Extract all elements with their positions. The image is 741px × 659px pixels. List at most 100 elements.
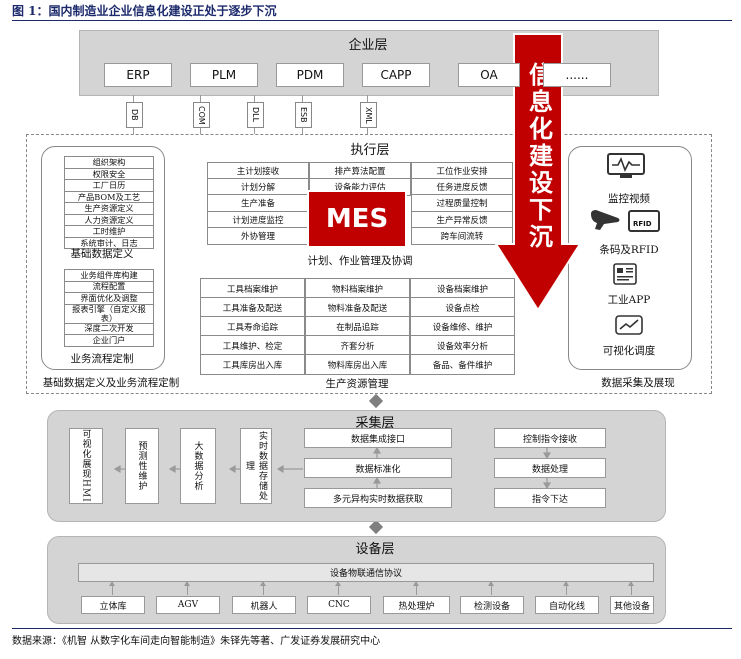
grid-cell-res-grid-4-0: 工具库房出入库 [200,354,305,375]
connector-db: DB [126,102,143,128]
enterprise-system-1: PLM [190,63,258,87]
grid-cell-plan-grid-4-2: 跨车间流转 [411,226,513,245]
basic-data-label: 基础数据定义 [70,247,134,260]
collect-middle-0: 数据集成接口 [304,428,452,448]
plan-label: 计划、作业管理及协调 [307,254,413,267]
barcode-scanner-icon [591,210,620,230]
resource-grid: 工具档案维护物料档案维护设备档案维护工具准备及配送物料准备及配送设备点检工具寿命… [200,278,515,375]
grid-cell-res-grid-3-0: 工具维护、检定 [200,335,305,356]
device-item-4: 热处理炉 [383,596,450,614]
device-arrowhead-6 [563,581,569,586]
list-item-execution-left_panel-group1-7: 系统审计、日志 [80,237,138,248]
grid-cell-res-grid-0-0: 工具档案维护 [200,278,305,299]
execution-layer [26,134,712,394]
device-arrowhead-3 [335,581,341,586]
source-footer: 数据来源：《机智 从数字化车间走向智能制造》朱铎先等著、广发证券发展研究中心 [12,628,732,647]
collect-column-3: 实时数据存储处理 [240,428,272,504]
list-item-process-0: 业务组件库构建 [65,270,153,282]
right-item-2: 工业APP [607,293,651,306]
device-item-7: 其他设备 [610,596,654,614]
list-item-process-3: 报表引擎（自定义报表） [65,304,153,324]
list-item-process-4: 深度二次开发 [65,324,153,335]
right-item-1: 条码及RFID [599,243,659,256]
device-arrowhead-0 [109,581,115,586]
rfid-tag-label: RFID [633,220,652,228]
diamond-2 [368,519,384,535]
list-item-execution-left_panel-group1-1: 权限安全 [65,169,153,180]
grid-cell-res-grid-1-0: 工具准备及配送 [200,297,305,318]
visual-dispatch-icon [615,315,643,335]
list-item-process-2: 界面优化及调整 [65,293,153,305]
figure-title: 图 1：国内制造业企业信息化建设正处于逐步下沉 [12,3,732,21]
list-item-execution-left_panel-group1-3: 产品BOM及工艺 [65,192,153,203]
device-arrowhead-5 [488,581,494,586]
resource-label: 生产资源管理 [325,377,389,390]
left-panel-caption: 基础数据定义及业务流程定制 [42,376,180,389]
device-item-1: AGV [156,596,220,614]
connector-com: COM [193,102,210,128]
rfid-icon: RFID [628,210,660,232]
list-item-execution-left_panel-group1-0: 组织架构 [65,157,153,169]
device-arrow-5 [491,581,492,595]
list-item-execution-left_panel-group1-2: 工厂日历 [65,180,153,192]
basic-data-list: 组织架构权限安全工厂日历产品BOM及工艺生产资源定义人力资源定义工时维护系统审计… [64,156,154,249]
grid-cell-res-grid-2-1: 在制品追踪 [305,316,410,337]
collect-right-2: 指令下达 [494,488,606,508]
collect-column-0: 可视化展现HMI [69,428,103,504]
business-process-list: 业务组件库构建流程配置界面优化及调整报表引擎（自定义报表）深度二次开发企业门户 [64,269,154,347]
device-arrow-3 [338,581,339,595]
device-item-0: 立体库 [81,596,145,614]
monitor-icon [607,153,645,178]
device-item-6: 自动化线 [535,596,599,614]
list-item-execution-left_panel-group1-4: 生产资源定义 [65,203,153,215]
device-arrow-1 [187,581,188,595]
protocol-bar: 设备物联通信协议 [78,563,654,582]
device-arrow-0 [112,581,113,595]
grid-cell-plan-grid-4-0: 外协管理 [207,226,309,245]
device-item-2: 机器人 [232,596,296,614]
collect-layer-header: 采集层 [355,415,395,431]
collect-middle-1: 数据标准化 [304,458,452,478]
grid-cell-res-grid-0-1: 物料档案维护 [305,278,410,299]
enterprise-system-4: OA [458,63,520,87]
collect-middle-2: 多元异构实时数据获取 [304,488,452,508]
enterprise-system-5: ...... [543,63,611,87]
enterprise-system-3: CAPP [362,63,430,87]
device-item-5: 检测设备 [460,596,524,614]
enterprise-system-2: PDM [276,63,344,87]
connector-esb: ESB [295,102,312,128]
device-item-3: CNC [307,596,371,614]
collect-arrows [113,446,552,490]
grid-cell-res-grid-1-1: 物料准备及配送 [305,297,410,318]
enterprise-layer-header: 企业层 [348,37,388,53]
right-panel-caption: 数据采集及展现 [601,376,675,389]
connector-xml: XML [360,102,377,128]
grid-cell-res-grid-2-0: 工具寿命追踪 [200,316,305,337]
sinking-arrow-text: 信息化建设下沉 [524,61,554,251]
grid-cell-res-grid-2-2: 设备维修、维护 [410,316,515,337]
mes-box: MES [307,190,407,248]
connector-dll: DLL [247,102,264,128]
device-arrow-4 [415,581,417,595]
device-layer-header: 设备层 [355,541,395,557]
device-arrowhead-1 [184,581,190,586]
grid-cell-res-grid-4-1: 物料库房出入库 [305,354,410,375]
diamond-1 [368,393,384,409]
grid-cell-res-grid-3-1: 齐套分析 [305,335,410,356]
collect-column-2: 大数据分析 [180,428,216,504]
device-arrowhead-7 [628,581,634,586]
device-arrowhead-4 [412,581,419,586]
list-item-execution-left_panel-group1-6: 工时维护 [65,226,153,238]
collect-right-1: 数据处理 [494,458,606,478]
collect-column-1: 预测性维护 [125,428,159,504]
enterprise-system-0: ERP [104,63,172,87]
mes-label: MES [325,204,389,234]
list-item-process-1: 流程配置 [65,282,153,293]
list-item-execution-left_panel-group1-5: 人力资源定义 [65,215,153,226]
device-arrow-6 [566,581,567,595]
list-item-process-5: 企业门户 [92,334,126,345]
execution-layer-header: 执行层 [350,142,390,158]
data-collection-panel [568,146,692,370]
device-arrowhead-2 [260,581,266,586]
device-arrow-2 [263,581,264,595]
